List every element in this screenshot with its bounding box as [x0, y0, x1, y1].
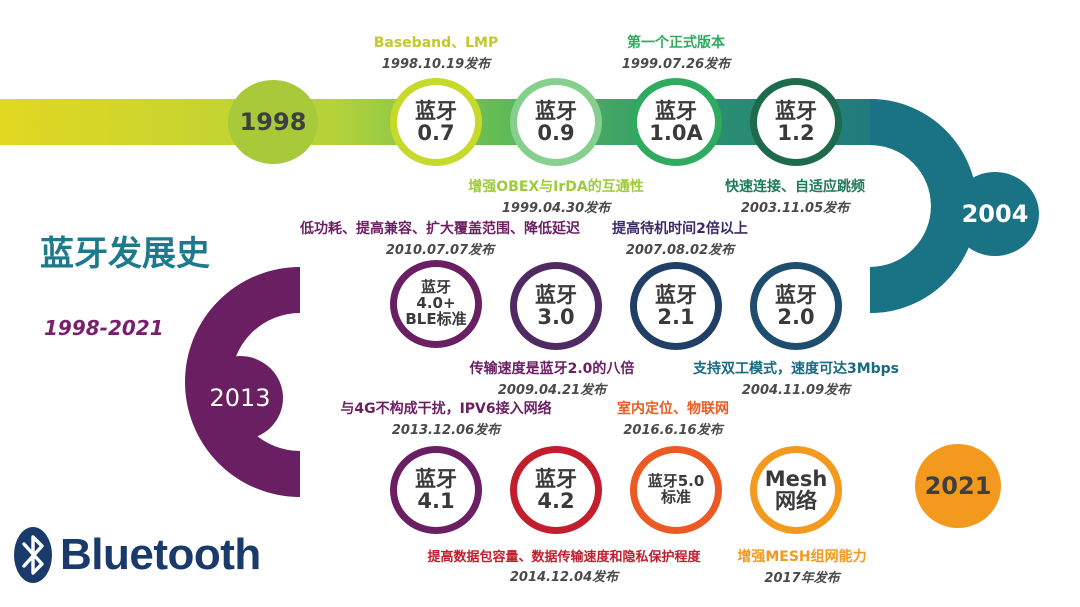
annotation-0.9: 增强OBEX与IrDA的互通性 1999.04.30发布 [468, 179, 644, 216]
bluetooth-logo: Bluetooth [14, 527, 261, 583]
annotation-1.2: 快速连接、自适应跳频 2003.11.05发布 [725, 179, 865, 216]
annotation-2.1: 提高待机时间2倍以上 2007.08.02发布 [612, 221, 748, 258]
page-subtitle: 1998-2021 [44, 316, 164, 340]
year-2021: 2021 [915, 444, 1001, 528]
annotation-1.0a: 第一个正式版本 1999.07.26发布 [621, 35, 731, 72]
year-2013: 2013 [197, 356, 283, 440]
bluetooth-wordmark: Bluetooth [60, 530, 261, 579]
page-title: 蓝牙发展史 [40, 234, 210, 274]
annotation-4.1: 与4G不构成干扰，IPV6接入网络 2013.12.06发布 [340, 401, 552, 438]
annotation-5.0: 室内定位、物联网 2016.6.16发布 [617, 401, 729, 438]
annotation-mesh: 增强MESH组网能力 2017年发布 [737, 549, 867, 586]
bluetooth-rune-icon [14, 527, 52, 583]
annotation-4.0: 低功耗、提高兼容、扩大覆盖范围、降低延迟 2010.07.07发布 [300, 221, 580, 258]
annotation-3.0: 传输速度是蓝牙2.0的八倍 2009.04.21发布 [469, 361, 635, 398]
annotation-4.2: 提高数据包容量、数据传输速度和隐私保护程度 2014.12.04发布 [427, 550, 701, 585]
annotation-0.7: Baseband、LMP 1998.10.19发布 [373, 35, 499, 72]
year-2004: 2004 [951, 172, 1039, 256]
year-1998: 1998 [228, 80, 318, 164]
annotation-2.0: 支持双工模式，速度可达3Mbps 2004.11.09发布 [692, 361, 900, 398]
